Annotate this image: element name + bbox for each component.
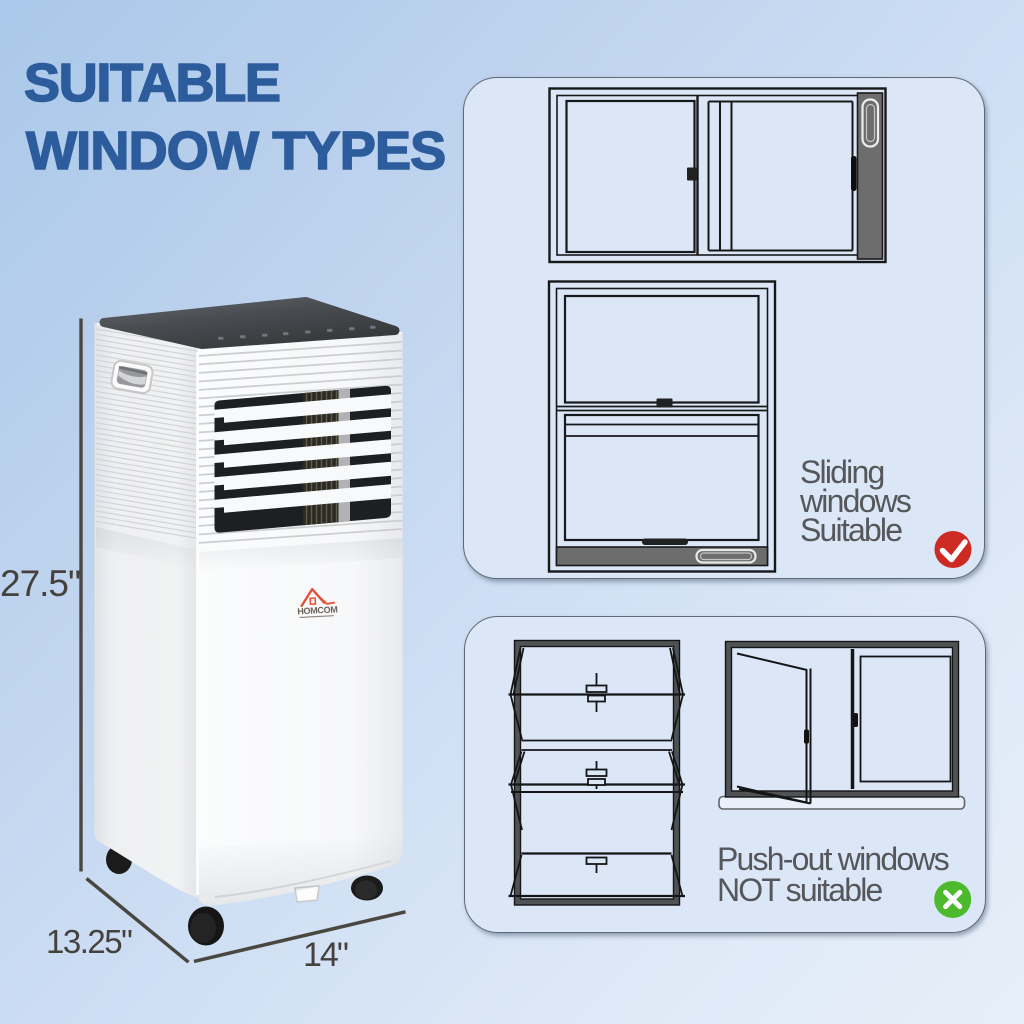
svg-text:HOMCOM: HOMCOM [297,604,338,616]
